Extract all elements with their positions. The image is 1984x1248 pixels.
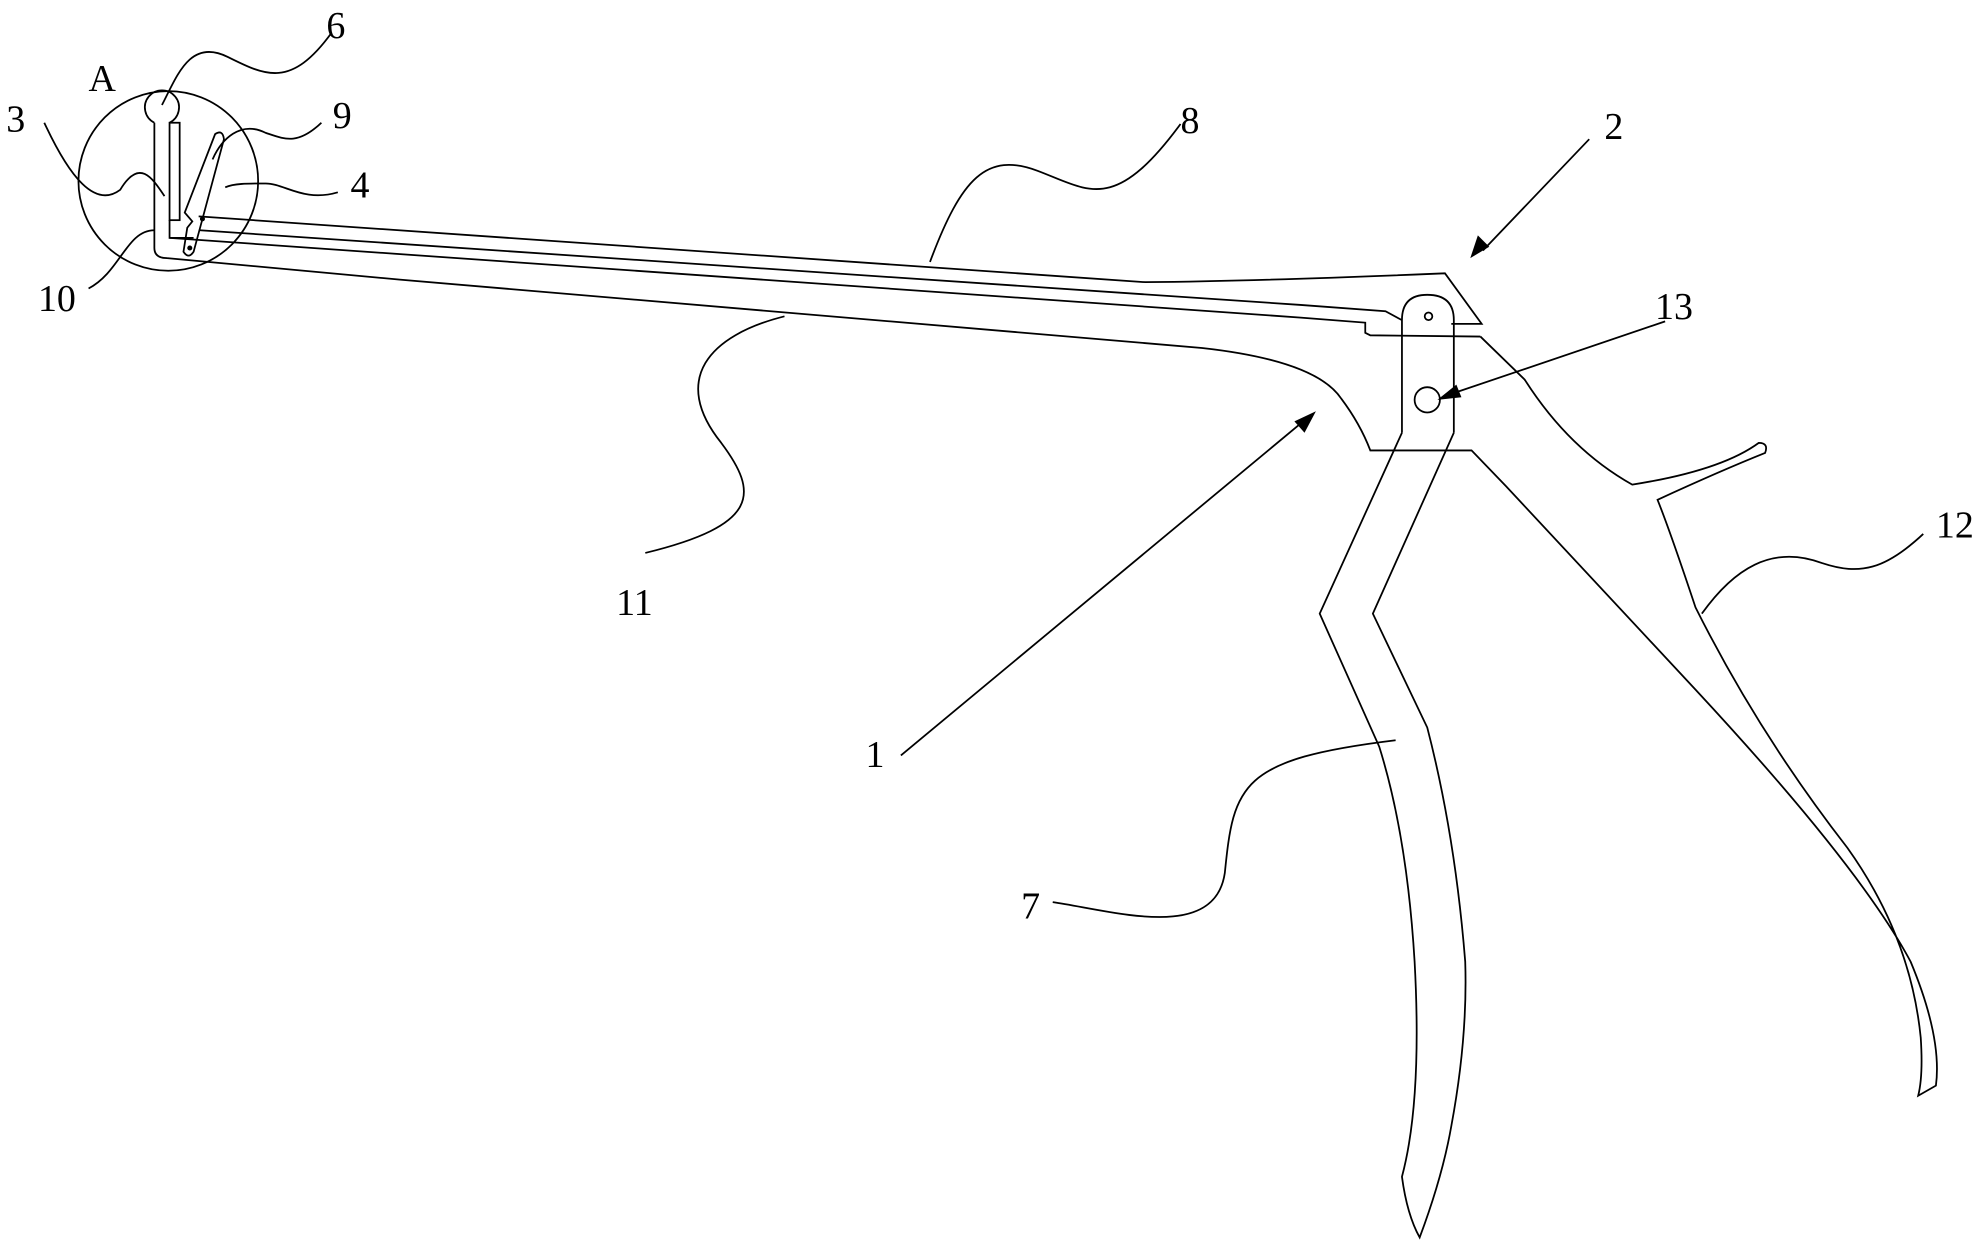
arrowhead-1 — [1294, 411, 1316, 433]
pivot-pin — [1413, 386, 1441, 414]
front-handle — [1318, 432, 1467, 1240]
label-1: 1 — [865, 734, 884, 776]
label-9: 9 — [333, 95, 352, 137]
label-2: 2 — [1604, 106, 1623, 148]
label-7: 7 — [1021, 886, 1040, 928]
upper-body-third-edge — [169, 236, 1481, 338]
label-a: A — [89, 58, 117, 100]
arrowhead-13 — [1437, 384, 1462, 400]
small-hole — [1423, 311, 1434, 322]
rod-slot — [168, 121, 181, 222]
label-11: 11 — [616, 582, 653, 624]
lower-body-edge — [166, 257, 1938, 1098]
ball-head — [144, 89, 180, 124]
label-6: 6 — [326, 5, 345, 47]
upper-body-second-edge — [199, 229, 1403, 321]
blade — [182, 131, 225, 257]
upper-body-top-edge — [198, 215, 1484, 325]
label-12: 12 — [1936, 505, 1974, 547]
arrowhead-2 — [1470, 235, 1490, 259]
label-13: 13 — [1655, 286, 1693, 328]
link-plate — [1401, 293, 1455, 433]
label-4: 4 — [350, 164, 369, 206]
label-8: 8 — [1181, 100, 1200, 142]
rod — [153, 122, 168, 260]
leader-lines — [43, 32, 1924, 918]
rod-inner-line — [168, 220, 194, 239]
label-10: 10 — [38, 278, 76, 320]
label-3: 3 — [6, 99, 25, 141]
detail-circle-a — [77, 90, 260, 272]
